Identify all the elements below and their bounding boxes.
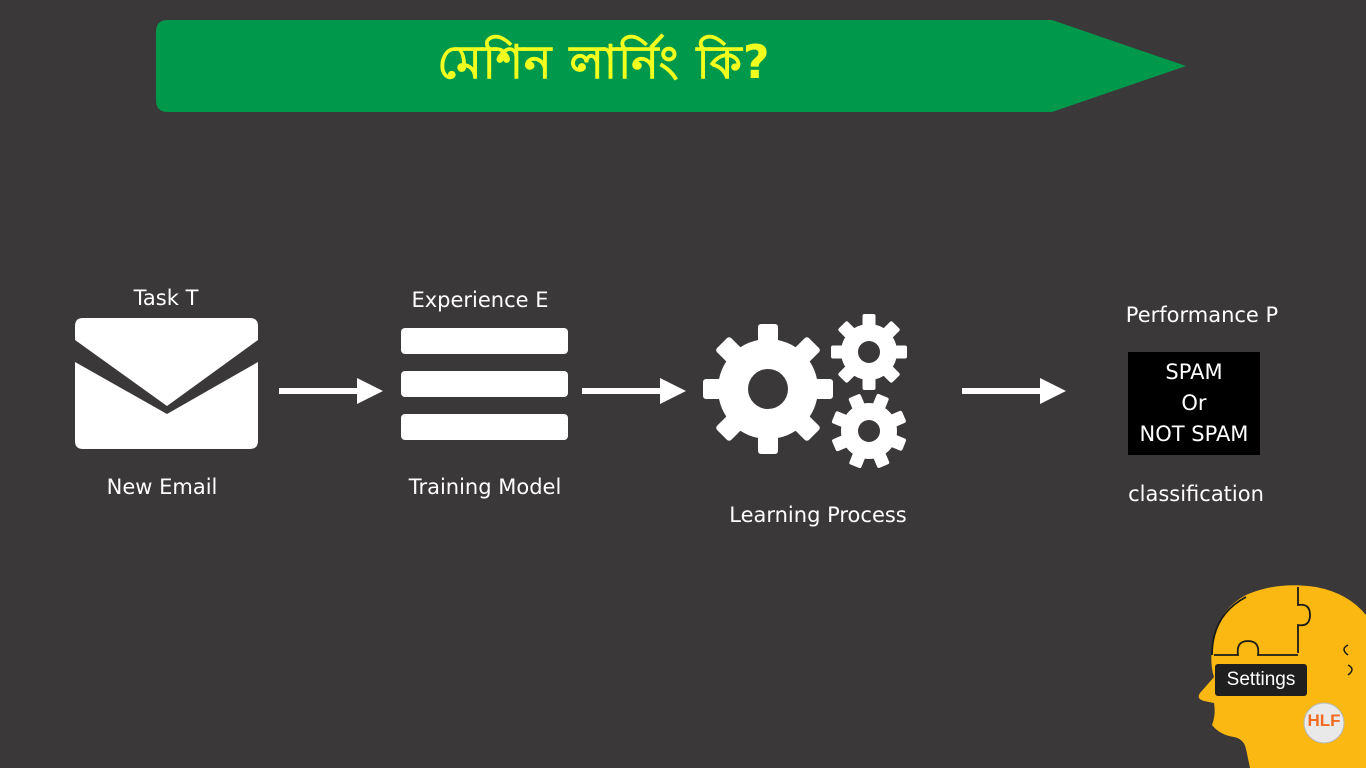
experience-label: Experience E [411, 288, 549, 312]
small-gear-icon [831, 314, 907, 390]
learning-process-label: Learning Process [729, 503, 907, 527]
large-gear-icon [703, 324, 833, 454]
small-gear-icon [831, 393, 907, 469]
new-email-label: New Email [106, 475, 218, 499]
output-or: Or [1181, 391, 1207, 415]
logo-text: HLF [1307, 711, 1341, 730]
output-box: SPAM Or NOT SPAM [1128, 352, 1260, 455]
arrow-right-icon [962, 378, 1066, 404]
classification-label: classification [1128, 482, 1264, 506]
performance-label: Performance P [1125, 303, 1279, 327]
output-not-spam: NOT SPAM [1139, 422, 1249, 446]
training-model-label: Training Model [408, 475, 562, 499]
stacked-bars-icon [401, 328, 568, 440]
envelope-icon [75, 318, 258, 449]
arrow-right-icon [582, 378, 686, 404]
title-banner [156, 20, 1186, 112]
settings-tooltip: Settings [1215, 664, 1307, 696]
output-spam: SPAM [1165, 360, 1223, 384]
gears-icon [703, 314, 907, 469]
page-title: মেশিন লার্নিং কি? [437, 35, 771, 89]
arrow-right-icon [279, 378, 383, 404]
task-label: Task T [133, 286, 199, 310]
